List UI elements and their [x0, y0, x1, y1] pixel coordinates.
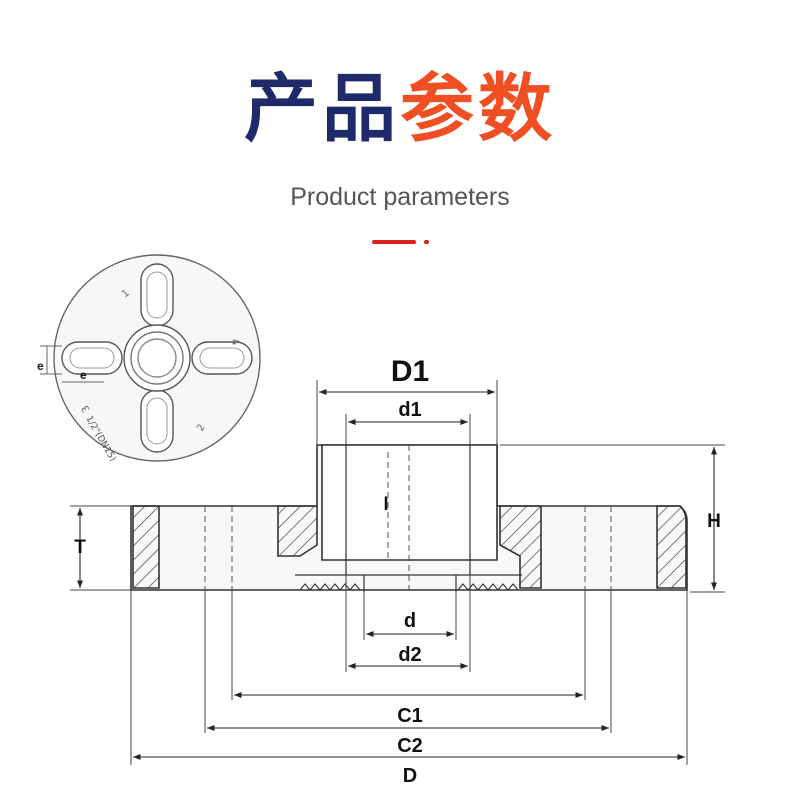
- title-part-1: 产品: [244, 66, 400, 152]
- dim-H: H: [707, 511, 721, 532]
- page-title: 产品参数: [0, 72, 800, 146]
- flange-top-view: [40, 254, 261, 462]
- extension-lines: [70, 380, 725, 765]
- hidden-lines: [204, 445, 612, 595]
- page-subtitle: Product parameters: [290, 183, 510, 211]
- hole-label-4: 4: [228, 337, 241, 347]
- dim-d: d: [404, 610, 416, 632]
- dim-d1: d1: [398, 399, 421, 421]
- title-underline: [372, 240, 416, 244]
- hole-label-1: 1: [120, 288, 132, 301]
- dim-l: l: [383, 494, 388, 514]
- hole-label-3: 3: [80, 403, 93, 414]
- dim-e-vertical: e: [37, 359, 44, 373]
- dim-C1: C1: [397, 705, 423, 727]
- dim-d2: d2: [398, 644, 421, 666]
- title-part-2: 参数: [400, 66, 556, 152]
- dim-D1: D1: [391, 355, 429, 388]
- hole-label-2: 2: [195, 422, 208, 433]
- dim-e-horizontal: e: [80, 368, 87, 382]
- dimension-lines: [76, 388, 718, 761]
- dim-T: T: [74, 537, 86, 558]
- title-underline-dot: [424, 240, 429, 244]
- dim-C2: C2: [397, 735, 423, 757]
- dim-D: D: [403, 765, 417, 787]
